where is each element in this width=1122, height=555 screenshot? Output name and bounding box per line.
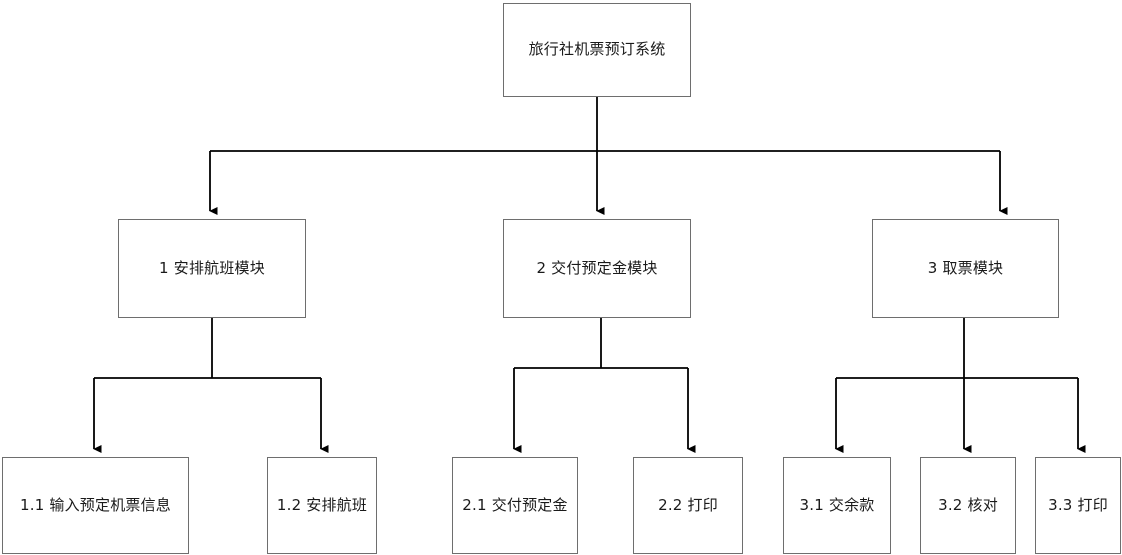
- node-leaf-2-1[interactable]: 2.1 交付预定金: [452, 457, 578, 554]
- node-leaf-1-2-label: 1.2 安排航班: [276, 495, 368, 514]
- node-leaf-3-1[interactable]: 3.1 交余款: [783, 457, 891, 554]
- node-leaf-2-2[interactable]: 2.2 打印: [633, 457, 743, 554]
- node-module-3-label: 3 取票模块: [927, 258, 1004, 277]
- node-module-1[interactable]: 1 安排航班模块: [118, 219, 306, 318]
- node-leaf-2-2-label: 2.2 打印: [658, 495, 718, 514]
- node-leaf-3-3[interactable]: 3.3 打印: [1035, 457, 1121, 554]
- node-leaf-1-1[interactable]: 1.1 输入预定机票信息: [2, 457, 189, 554]
- node-module-1-label: 1 安排航班模块: [159, 258, 265, 277]
- node-root-system[interactable]: 旅行社机票预订系统: [503, 3, 691, 97]
- node-module-2[interactable]: 2 交付预定金模块: [503, 219, 691, 318]
- node-leaf-3-2-label: 3.2 核对: [938, 495, 998, 514]
- node-module-2-label: 2 交付预定金模块: [536, 258, 658, 277]
- node-leaf-3-3-label: 3.3 打印: [1048, 495, 1108, 514]
- node-leaf-1-2[interactable]: 1.2 安排航班: [267, 457, 377, 554]
- node-leaf-1-1-label: 1.1 输入预定机票信息: [19, 495, 172, 514]
- node-leaf-3-1-label: 3.1 交余款: [799, 495, 875, 514]
- node-leaf-2-1-label: 2.1 交付预定金: [462, 495, 568, 514]
- node-leaf-3-2[interactable]: 3.2 核对: [920, 457, 1016, 554]
- node-root-system-label: 旅行社机票预订系统: [528, 40, 666, 59]
- node-module-3[interactable]: 3 取票模块: [872, 219, 1059, 318]
